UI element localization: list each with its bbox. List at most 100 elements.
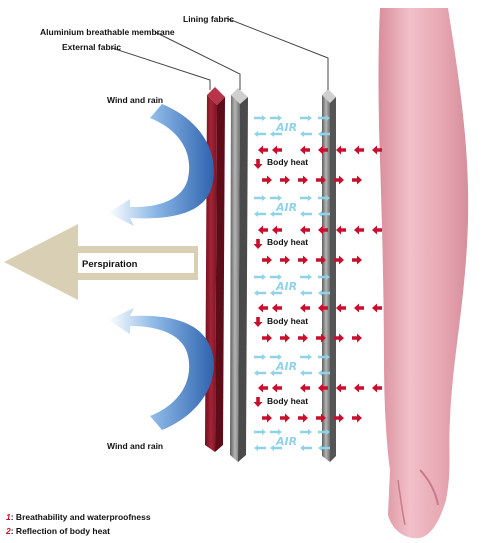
heat-arrow	[318, 225, 328, 235]
heat-arrow	[316, 175, 326, 185]
air-arrow	[270, 290, 282, 296]
wind-rain-arrow-bottom	[108, 308, 214, 430]
heat-arrow	[280, 333, 290, 343]
air-flow-rows	[254, 115, 330, 451]
heat-arrow	[272, 145, 282, 155]
legend-item-1: 1: Breathability and waterproofness	[6, 512, 151, 522]
legend: 1: Breathability and waterproofness 2: R…	[5, 512, 151, 536]
label-air: AIR	[275, 360, 297, 373]
heat-arrow	[258, 145, 268, 155]
heat-arrow	[354, 225, 364, 235]
heat-arrow	[334, 333, 344, 343]
label-air: AIR	[275, 201, 297, 214]
air-arrow	[270, 429, 282, 435]
legend-number: 1	[6, 512, 11, 522]
heat-arrow	[318, 145, 328, 155]
heat-arrow	[253, 159, 263, 169]
heat-arrow	[280, 413, 290, 423]
air-arrow	[300, 131, 312, 137]
body-heat-arrows	[253, 145, 382, 423]
heat-arrow	[272, 303, 282, 313]
legend-number: 2	[5, 526, 11, 536]
heat-arrow	[372, 383, 382, 393]
heat-arrow	[336, 303, 346, 313]
air-arrow	[254, 445, 266, 451]
air-arrow	[318, 274, 330, 280]
air-arrow	[270, 211, 282, 217]
heat-arrow	[318, 383, 328, 393]
heat-arrow	[262, 255, 272, 265]
heat-arrow	[316, 333, 326, 343]
label-body-heat: Body heat	[267, 237, 308, 247]
heat-arrow	[334, 175, 344, 185]
legend-text: : Breathability and waterproofness	[11, 512, 151, 522]
air-arrow	[300, 370, 312, 376]
leader-lining	[225, 17, 329, 90]
air-arrow	[300, 211, 312, 217]
wind-rain-arrow-top	[108, 104, 214, 226]
label-body-heat: Body heat	[267, 157, 308, 167]
heat-arrow	[336, 145, 346, 155]
heat-arrow	[352, 413, 362, 423]
label-air: AIR	[275, 121, 297, 134]
air-arrow	[254, 290, 266, 296]
heat-arrow	[354, 303, 364, 313]
air-arrow	[270, 115, 282, 121]
air-arrow	[270, 131, 282, 137]
air-arrow	[254, 370, 266, 376]
air-arrow	[300, 195, 312, 201]
heat-arrow	[258, 303, 268, 313]
air-arrow	[318, 354, 330, 360]
heat-arrow	[318, 303, 328, 313]
label-external-fabric: External fabric	[62, 42, 121, 52]
label-body-heat: Body heat	[267, 396, 308, 406]
air-arrow	[254, 195, 266, 201]
arm-illustration	[378, 8, 469, 539]
air-arrow	[318, 195, 330, 201]
heat-arrow	[272, 225, 282, 235]
heat-arrow	[300, 225, 310, 235]
label-wind-rain-bottom: Wind and rain	[107, 441, 163, 451]
heat-arrow	[352, 175, 362, 185]
legend-item-2: 2: Reflection of body heat	[5, 526, 110, 536]
heat-arrow	[334, 255, 344, 265]
label-air: AIR	[275, 280, 297, 293]
leader-lines	[111, 17, 329, 90]
heat-arrow	[300, 145, 310, 155]
heat-arrow	[253, 397, 263, 407]
heat-arrow	[280, 175, 290, 185]
heat-arrow	[336, 383, 346, 393]
air-arrow	[270, 274, 282, 280]
perspiration-arrow	[4, 224, 198, 300]
label-lining-fabric: Lining fabric	[183, 14, 234, 24]
legend-text: : Reflection of body heat	[11, 526, 110, 536]
label-wind-rain-top: Wind and rain	[107, 95, 163, 105]
air-arrow	[300, 274, 312, 280]
air-arrow	[270, 354, 282, 360]
air-arrow	[254, 429, 266, 435]
heat-arrow	[372, 303, 382, 313]
air-arrow	[254, 131, 266, 137]
air-arrow	[318, 445, 330, 451]
air-arrow	[300, 115, 312, 121]
air-arrow	[318, 131, 330, 137]
heat-arrow	[258, 225, 268, 235]
air-arrow	[254, 115, 266, 121]
label-body-heat: Body heat	[267, 316, 308, 326]
heat-arrow	[253, 239, 263, 249]
heat-arrow	[298, 175, 308, 185]
external-fabric-layer	[205, 87, 225, 452]
leader-membrane	[154, 31, 241, 90]
air-arrow	[318, 370, 330, 376]
air-arrow	[254, 354, 266, 360]
heat-arrow	[316, 255, 326, 265]
heat-arrow	[334, 413, 344, 423]
air-arrow	[254, 211, 266, 217]
heat-arrow	[298, 255, 308, 265]
air-arrow	[318, 211, 330, 217]
heat-arrow	[336, 225, 346, 235]
air-arrow	[270, 370, 282, 376]
air-arrow	[318, 115, 330, 121]
